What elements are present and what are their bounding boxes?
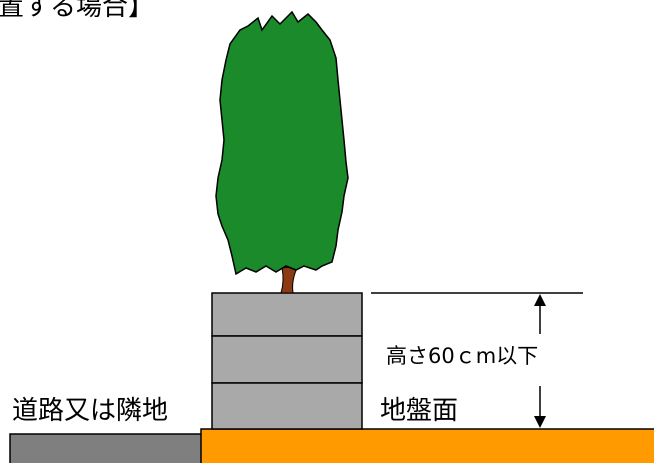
- ground-surface-label: 地盤面: [380, 396, 459, 426]
- tree-trunk: [280, 265, 299, 294]
- road-strip: [9, 433, 203, 463]
- diagram-title: 置する場合】: [0, 0, 155, 22]
- road-or-neighbor-label: 道路又は隣地: [12, 396, 169, 426]
- ground-strip: [200, 428, 654, 463]
- block-middle: [211, 335, 363, 384]
- block-top: [211, 292, 363, 337]
- height-limit-label: 高さ60ｃm以下: [386, 344, 539, 368]
- height-arrow-up-icon: [534, 294, 546, 306]
- block-bottom: [211, 382, 363, 430]
- tree-foliage-icon: [215, 10, 349, 276]
- height-arrow-down-icon: [534, 416, 546, 428]
